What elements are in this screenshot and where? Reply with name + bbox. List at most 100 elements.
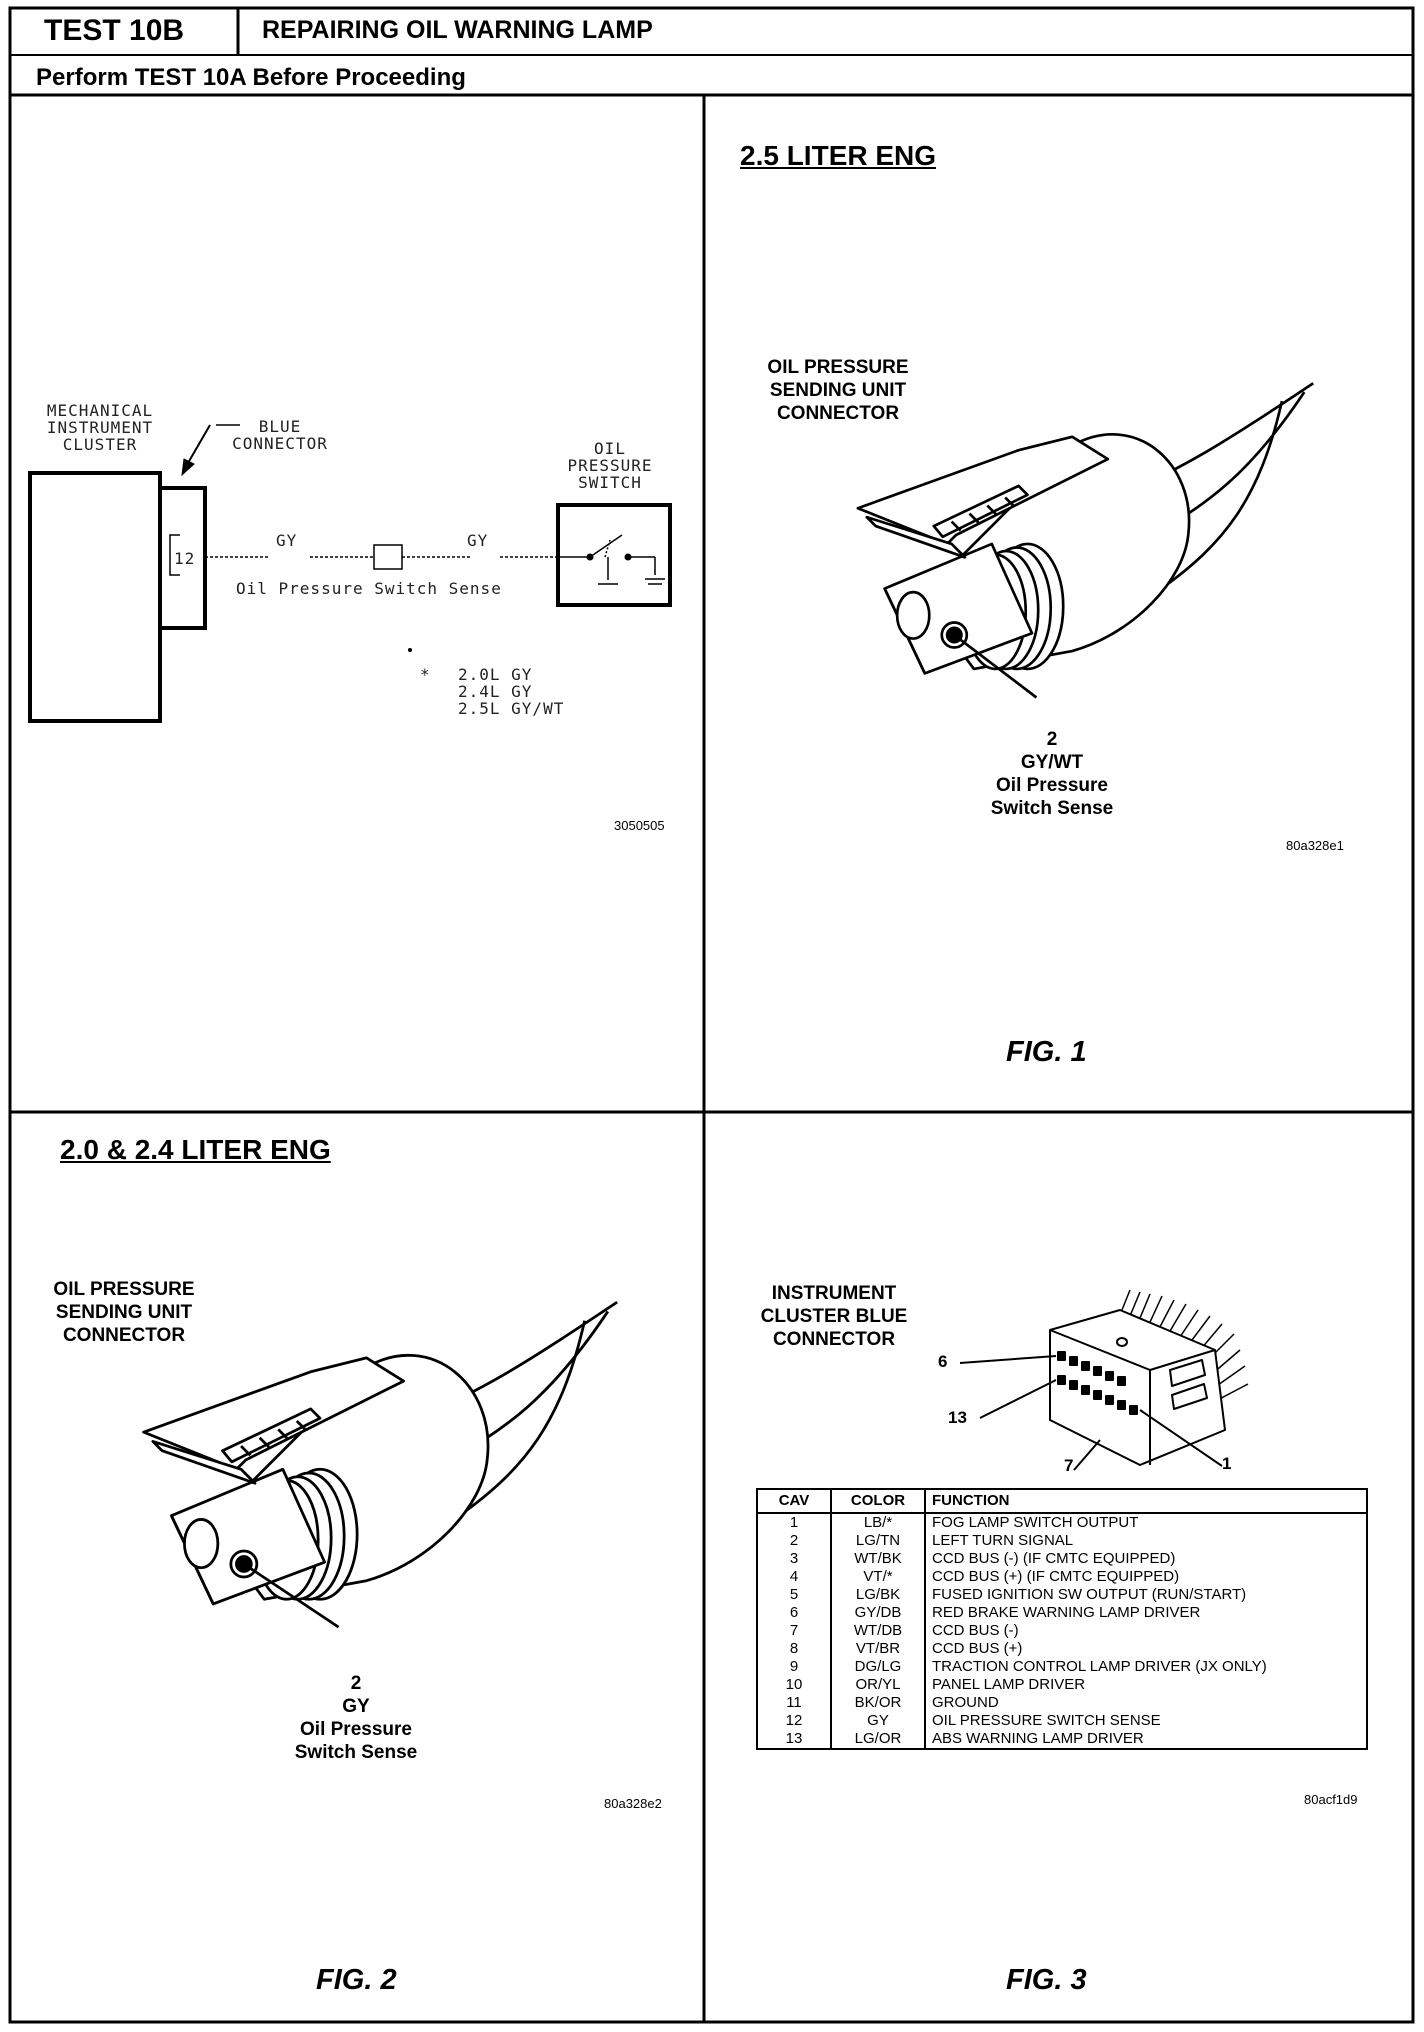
fig3-label-line: INSTRUMENT <box>771 1283 897 1304</box>
fig2-pin-line: Switch Sense <box>294 1742 418 1763</box>
pinout-function-cell: CCD BUS (+) (IF CMTC EQUIPPED) <box>932 1568 1180 1585</box>
pinout-cav-cell: 12 <box>758 1712 832 1730</box>
cluster-label-line: INSTRUMENT <box>46 418 154 437</box>
fig1-pin-line: GY/WT <box>1020 752 1084 773</box>
pinout-cav-cell: 1 <box>758 1513 832 1532</box>
fig2-code: 80a328e2 <box>604 1796 662 1811</box>
fig1-label-line: OIL PRESSURE <box>767 357 909 378</box>
fig3-connector-label: INSTRUMENT CLUSTER BLUE CONNECTOR <box>736 1282 932 1351</box>
pinout-function-cell: CCD BUS (+) <box>932 1640 1023 1657</box>
pinout-header-row: CAV COLOR FUNCTION <box>758 1490 1366 1514</box>
pinout-function-cell: PANEL LAMP DRIVER <box>932 1676 1086 1693</box>
pinout-function-cell: TRACTION CONTROL LAMP DRIVER (JX ONLY) <box>932 1658 1267 1675</box>
cluster-label-line: CLUSTER <box>62 435 138 454</box>
circuit-name: Oil Pressure Switch Sense <box>236 579 502 598</box>
fig2-pin-line: 2 <box>350 1673 362 1694</box>
test-id: TEST 10B <box>44 14 185 47</box>
page-subtitle: Perform TEST 10A Before Proceeding <box>36 64 466 91</box>
pinout-color-cell: WT/BK <box>831 1550 926 1568</box>
fig2-pin-line: GY <box>342 1696 370 1717</box>
pinout-function-cell: LEFT TURN SIGNAL <box>932 1532 1074 1549</box>
cluster-label: MECHANICAL INSTRUMENT CLUSTER <box>30 402 170 453</box>
fig1-code: 80a328e1 <box>1286 838 1344 853</box>
switch-label-line: SWITCH <box>578 473 642 492</box>
fig1-connector-drawing <box>856 381 1315 699</box>
pinout-color-cell: WT/DB <box>831 1622 926 1640</box>
pin-label-6: 6 <box>938 1352 948 1371</box>
engine-wire-notes: 2.0L GY 2.4L GY 2.5L GY/WT <box>458 666 564 717</box>
pin-number: 12 <box>174 549 196 568</box>
pinout-function-cell: GROUND <box>932 1694 999 1711</box>
page-title: REPAIRING OIL WARNING LAMP <box>262 16 653 44</box>
pinout-cav-cell: 4 <box>758 1568 832 1586</box>
engine-wire-note: 2.0L GY <box>458 665 533 684</box>
pinout-color-cell: VT/BR <box>831 1640 926 1658</box>
pinout-cav-cell: 8 <box>758 1640 832 1658</box>
fig2-connector-drawing <box>142 1300 619 1629</box>
fig1-pin-callout: 2 GY/WT Oil Pressure Switch Sense <box>952 728 1152 820</box>
switch-label: OIL PRESSURE SWITCH <box>555 440 665 491</box>
pin-label-7: 7 <box>1064 1456 1074 1475</box>
fig2-pin-line: Oil Pressure <box>300 1719 412 1740</box>
fig1-pin-line: Switch Sense <box>990 798 1114 819</box>
pinout-cav-cell: 5 <box>758 1586 832 1604</box>
note-marker: * <box>420 665 431 684</box>
pinout-color-cell: GY/DB <box>831 1604 926 1622</box>
fig1-connector-label: OIL PRESSURE SENDING UNIT CONNECTOR <box>738 356 938 425</box>
col-header-color: COLOR <box>831 1490 926 1514</box>
pinout-cav-cell: 10 <box>758 1676 832 1694</box>
pinout-color-cell: LG/BK <box>831 1586 926 1604</box>
oil-switch-schematic <box>28 424 672 723</box>
pinout-color-cell: GY <box>831 1712 926 1730</box>
pinout-cav-cell: 3 <box>758 1550 832 1568</box>
engine-wire-note: 2.4L GY <box>458 682 533 701</box>
pinout-color-cell: LB/* <box>831 1513 926 1532</box>
pinout-function-cell: FUSED IGNITION SW OUTPUT (RUN/START) <box>932 1586 1247 1603</box>
fig3-caption: FIG. 3 <box>1006 1964 1087 1996</box>
pinout-cav-cell: 11 <box>758 1694 832 1712</box>
fig1-heading: 2.5 LITER ENG <box>740 140 937 171</box>
pinout-function-cell: CCD BUS (-) (IF CMTC EQUIPPED) <box>932 1550 1176 1567</box>
pinout-color-cell: OR/YL <box>831 1676 926 1694</box>
pinout-color-cell: LG/TN <box>831 1532 926 1550</box>
pinout-cav-cell: 6 <box>758 1604 832 1622</box>
pinout-color-cell: DG/LG <box>831 1658 926 1676</box>
fig2-heading: 2.0 & 2.4 LITER ENG <box>60 1134 331 1165</box>
fig2-label-line: SENDING UNIT <box>55 1302 193 1323</box>
fig1-caption: FIG. 1 <box>1006 1036 1087 1068</box>
pinout-function-cell: FOG LAMP SWITCH OUTPUT <box>932 1514 1139 1531</box>
engine-wire-note: 2.5L GY/WT <box>458 699 565 718</box>
fig1-label-line: CONNECTOR <box>776 403 900 424</box>
pinout-cav-cell: 7 <box>758 1622 832 1640</box>
fig2-label-line: OIL PRESSURE <box>53 1279 195 1300</box>
fig2-pin-callout: 2 GY Oil Pressure Switch Sense <box>256 1672 456 1764</box>
pinout-color-cell: LG/OR <box>831 1730 926 1748</box>
schematic-code: 3050505 <box>614 818 665 833</box>
fig2-connector-label: OIL PRESSURE SENDING UNIT CONNECTOR <box>24 1278 224 1347</box>
wire-color-right: GY <box>467 531 489 550</box>
switch-label-line: PRESSURE <box>567 456 653 475</box>
connector-label: BLUE CONNECTOR <box>220 418 340 452</box>
pinout-cav-cell: 2 <box>758 1532 832 1550</box>
pin-label-1: 1 <box>1222 1454 1232 1473</box>
pinout-function-cell: RED BRAKE WARNING LAMP DRIVER <box>932 1604 1201 1621</box>
pin-label-13: 13 <box>948 1408 967 1427</box>
connector-label-line: BLUE <box>258 417 302 436</box>
fig2-label-line: CONNECTOR <box>62 1325 186 1346</box>
pinout-cav-cell: 13 <box>758 1730 832 1748</box>
pinout-cav-cell: 9 <box>758 1658 832 1676</box>
